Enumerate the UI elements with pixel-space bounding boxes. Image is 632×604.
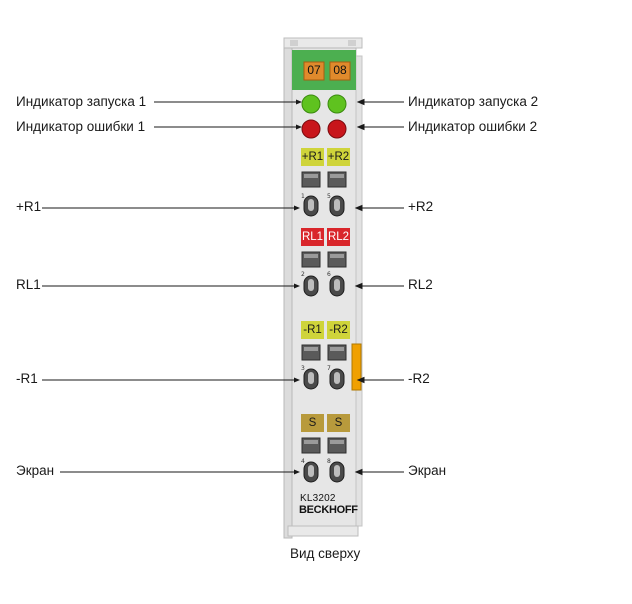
- release-slot-highlight: [330, 347, 344, 351]
- side-tab: [351, 343, 362, 391]
- release-slot-highlight: [304, 174, 318, 178]
- model-label: KL3202: [300, 493, 336, 504]
- label-shield-left: Экран: [16, 463, 55, 478]
- pin-number: 5: [327, 193, 331, 200]
- pin-number: 2: [301, 271, 305, 278]
- channel-label-left: 07: [307, 63, 321, 77]
- spring-contact-core: [334, 279, 340, 291]
- side-rail-left: [283, 47, 293, 539]
- release-slot-highlight: [304, 254, 318, 258]
- bottom-foot: [287, 525, 359, 537]
- caption-top-view: Вид сверху: [290, 546, 361, 561]
- spring-contact-core: [334, 199, 340, 211]
- chip-plus-r1-bg: [301, 148, 324, 166]
- chip-rl2: RL2: [327, 231, 350, 243]
- chip-plus-r2: +R2: [327, 151, 350, 163]
- pin-number: 7: [327, 365, 331, 372]
- channel-label-right: 08: [333, 63, 347, 77]
- spring-contact-core: [334, 372, 340, 384]
- chip-rl2-bg: [327, 228, 350, 246]
- brand-logo: BECKHOFF: [299, 504, 358, 516]
- error-led-1: [301, 119, 321, 139]
- spring-contact-core: [334, 465, 340, 477]
- chip-minus-r2: -R2: [329, 324, 348, 336]
- release-slot-highlight: [330, 440, 344, 444]
- error-led-2: [327, 119, 347, 139]
- pin-number: 4: [301, 458, 305, 465]
- arrowheads-left: [294, 99, 302, 475]
- spring-contact-core: [308, 279, 314, 291]
- channel-label-left-bg: [303, 61, 325, 81]
- label-rl2: RL2: [408, 277, 433, 292]
- label-shield-right: Экран: [408, 463, 447, 478]
- chip-rl1: RL1: [301, 231, 324, 243]
- label-error-indicator-1: Индикатор ошибки 1: [16, 119, 146, 134]
- top-latch: [283, 37, 363, 49]
- label-plus-r1: +R1: [16, 199, 42, 214]
- side-rail-right: [355, 55, 363, 527]
- leader-lines-right: [354, 98, 404, 476]
- spring-contact-core: [308, 372, 314, 384]
- channel-label-right-bg: [329, 61, 351, 81]
- leader-lines-left: [42, 101, 300, 473]
- label-plus-r2: +R2: [408, 199, 434, 214]
- chip-s2-bg: [327, 414, 350, 432]
- pin-number: 1: [301, 193, 305, 200]
- label-run-indicator-1: Индикатор запуска 1: [16, 94, 147, 109]
- pin-number: 3: [301, 365, 305, 372]
- run-led-1: [301, 94, 321, 114]
- spring-contact-core: [308, 199, 314, 211]
- release-slot-highlight: [330, 174, 344, 178]
- terminal-contacts: [301, 171, 347, 483]
- chip-s1-bg: [301, 414, 324, 432]
- chip-plus-r1: +R1: [301, 151, 324, 163]
- label-error-indicator-2: Индикатор ошибки 2: [408, 119, 538, 134]
- chip-minus-r2-bg: [327, 321, 350, 339]
- chip-s2: S: [334, 417, 343, 429]
- label-rl1: RL1: [16, 277, 41, 292]
- label-run-indicator-2: Индикатор запуска 2: [408, 94, 539, 109]
- release-slot-highlight: [304, 440, 318, 444]
- run-led-2: [327, 94, 347, 114]
- spring-contact-core: [308, 465, 314, 477]
- release-slot-highlight: [304, 347, 318, 351]
- label-minus-r1: -R1: [16, 371, 38, 386]
- chip-plus-r2-bg: [327, 148, 350, 166]
- module-housing: [291, 47, 357, 527]
- pin-number: 6: [327, 271, 331, 278]
- chip-minus-r1: -R1: [303, 324, 322, 336]
- chip-s1: S: [308, 417, 317, 429]
- chip-minus-r1-bg: [301, 321, 324, 339]
- chip-rl1-bg: [301, 228, 324, 246]
- label-minus-r2: -R2: [408, 371, 430, 386]
- release-slot-highlight: [330, 254, 344, 258]
- pin-number: 8: [327, 458, 331, 465]
